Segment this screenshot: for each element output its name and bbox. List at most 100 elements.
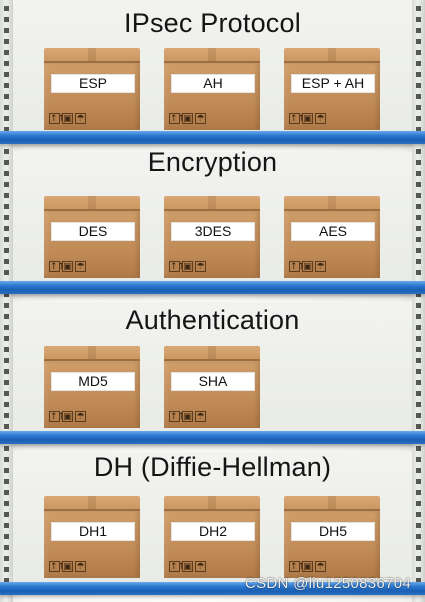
right-post-slots [416, 6, 421, 596]
box-tape [328, 496, 336, 511]
box-seam [284, 209, 380, 211]
box-marks: ↑↑▣☂ [169, 411, 206, 423]
box-seam [164, 61, 260, 63]
right-rack-post [412, 0, 425, 602]
box-tape [208, 196, 216, 211]
this-side-up-icon: ↑↑ [169, 561, 186, 572]
box-tape [208, 48, 216, 63]
fragile-icon: ▣ [62, 561, 73, 572]
box-seam [44, 61, 140, 63]
box-marks: ↑↑▣☂ [169, 113, 206, 125]
box-tape [88, 346, 96, 361]
box-tape [88, 496, 96, 511]
box-3des: 3DES ↑↑▣☂ [164, 196, 260, 278]
plank-shadow [13, 294, 412, 302]
box-lid [284, 196, 380, 210]
shelf-title-ipsec-protocol: IPsec Protocol [124, 8, 301, 38]
fragile-icon: ▣ [182, 561, 193, 572]
shelf-plank [0, 431, 425, 444]
fragile-icon: ▣ [182, 261, 193, 272]
box-label: AES [291, 222, 375, 241]
shelf-title-authentication: Authentication [125, 305, 300, 335]
box-marks: ↑↑▣☂ [289, 261, 326, 273]
keep-dry-icon: ☂ [75, 561, 86, 572]
keep-dry-icon: ☂ [315, 113, 326, 124]
box-tape [328, 48, 336, 63]
box-marks: ↑↑▣☂ [49, 561, 86, 573]
box-tape [88, 196, 96, 211]
box-marks: ↑↑▣☂ [169, 561, 206, 573]
box-lid [44, 48, 140, 62]
box-lid [164, 196, 260, 210]
left-rack-post [0, 0, 13, 602]
box-tape [88, 48, 96, 63]
shelf-plank [0, 131, 425, 144]
keep-dry-icon: ☂ [75, 113, 86, 124]
box-esp-ah: ESP + AH ↑↑▣☂ [284, 48, 380, 130]
box-label: SHA [171, 372, 255, 391]
box-label: ESP [51, 74, 135, 93]
box-lid [284, 48, 380, 62]
keep-dry-icon: ☂ [195, 561, 206, 572]
box-lid [164, 346, 260, 360]
box-seam [284, 509, 380, 511]
shelf-title-encryption: Encryption [147, 147, 278, 177]
box-seam [44, 359, 140, 361]
box-lid [44, 196, 140, 210]
box-label: 3DES [171, 222, 255, 241]
box-sha: SHA ↑↑▣☂ [164, 346, 260, 428]
box-label: AH [171, 74, 255, 93]
this-side-up-icon: ↑↑ [169, 261, 186, 272]
box-lid [164, 496, 260, 510]
box-label: DH1 [51, 522, 135, 541]
box-seam [284, 61, 380, 63]
plank-shadow [13, 144, 412, 152]
box-marks: ↑↑▣☂ [49, 261, 86, 273]
box-marks: ↑↑▣☂ [169, 261, 206, 273]
box-marks: ↑↑▣☂ [49, 113, 86, 125]
box-lid [284, 496, 380, 510]
box-marks: ↑↑▣☂ [49, 411, 86, 423]
box-tape [208, 346, 216, 361]
fragile-icon: ▣ [302, 261, 313, 272]
box-label: DES [51, 222, 135, 241]
this-side-up-icon: ↑↑ [289, 561, 306, 572]
box-dh5: DH5 ↑↑▣☂ [284, 496, 380, 578]
shelf-title-dh: DH (Diffie-Hellman) [93, 452, 332, 482]
box-ah: AH ↑↑▣☂ [164, 48, 260, 130]
this-side-up-icon: ↑↑ [169, 411, 186, 422]
box-md5: MD5 ↑↑▣☂ [44, 346, 140, 428]
shelf-plank [0, 281, 425, 294]
box-esp: ESP ↑↑▣☂ [44, 48, 140, 130]
fragile-icon: ▣ [62, 113, 73, 124]
fragile-icon: ▣ [182, 113, 193, 124]
box-label: DH5 [291, 522, 375, 541]
keep-dry-icon: ☂ [195, 411, 206, 422]
keep-dry-icon: ☂ [75, 261, 86, 272]
this-side-up-icon: ↑↑ [49, 113, 66, 124]
box-marks: ↑↑▣☂ [289, 561, 326, 573]
box-seam [164, 509, 260, 511]
left-post-slots [4, 6, 9, 596]
box-seam [44, 209, 140, 211]
box-seam [44, 509, 140, 511]
fragile-icon: ▣ [62, 411, 73, 422]
fragile-icon: ▣ [302, 561, 313, 572]
this-side-up-icon: ↑↑ [49, 261, 66, 272]
fragile-icon: ▣ [62, 261, 73, 272]
box-lid [164, 48, 260, 62]
box-dh2: DH2 ↑↑▣☂ [164, 496, 260, 578]
keep-dry-icon: ☂ [195, 261, 206, 272]
keep-dry-icon: ☂ [315, 261, 326, 272]
box-dh1: DH1 ↑↑▣☂ [44, 496, 140, 578]
box-label: DH2 [171, 522, 255, 541]
box-des: DES ↑↑▣☂ [44, 196, 140, 278]
box-tape [208, 496, 216, 511]
keep-dry-icon: ☂ [315, 561, 326, 572]
watermark: CSDN @liu1250836704 [244, 575, 411, 592]
box-marks: ↑↑▣☂ [289, 113, 326, 125]
box-seam [164, 359, 260, 361]
shelf-plank [0, 582, 425, 595]
fragile-icon: ▣ [302, 113, 313, 124]
